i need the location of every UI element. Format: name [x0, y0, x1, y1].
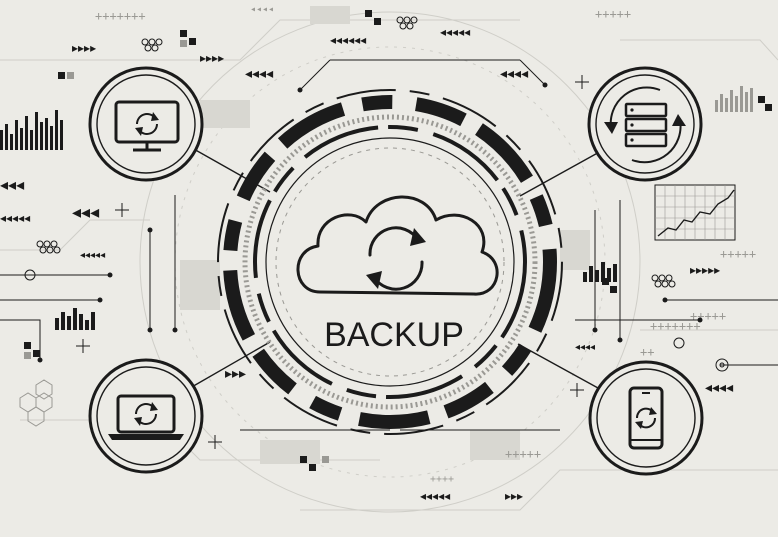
- svg-text:++: ++: [640, 345, 654, 359]
- node-phone: [588, 360, 704, 476]
- hexagon-clusters: [19, 379, 53, 427]
- svg-text:+++++: +++++: [595, 7, 631, 21]
- cloud-sync-icon: [296, 195, 499, 296]
- svg-text:◂◂◂◂◂: ◂◂◂◂◂: [420, 489, 450, 503]
- node-laptop: [88, 358, 204, 474]
- svg-text:▸▸▸: ▸▸▸: [225, 366, 246, 382]
- bars-right-top: [715, 86, 753, 112]
- svg-text:+++++++: +++++++: [650, 319, 701, 333]
- svg-text:◂◂◂◂◂: ◂◂◂◂◂: [0, 211, 30, 225]
- svg-text:+++++++: +++++++: [95, 9, 146, 23]
- monitor-sync-icon: [114, 100, 180, 152]
- node-server: [587, 66, 703, 182]
- bars-left-top: [0, 110, 63, 150]
- svg-text:◂◂◂◂: ◂◂◂◂: [500, 66, 528, 82]
- svg-text:▸▸▸▸: ▸▸▸▸: [200, 51, 224, 65]
- svg-text:▸▸▸▸: ▸▸▸▸: [72, 41, 96, 55]
- background-blocks: [180, 6, 590, 464]
- svg-text:◂◂◂◂: ◂◂◂◂: [705, 380, 733, 396]
- svg-text:◂◂◂: ◂◂◂: [0, 175, 24, 194]
- svg-text:+++++: +++++: [720, 247, 756, 261]
- mini-bar-charts: [0, 86, 753, 330]
- svg-text:▸▸▸▸▸: ▸▸▸▸▸: [690, 263, 720, 277]
- svg-text:▸▸▸: ▸▸▸: [505, 489, 523, 503]
- laptop-sync-icon: [108, 394, 184, 440]
- svg-text:++++: ++++: [430, 474, 454, 485]
- svg-text:◂◂◂: ◂◂◂: [72, 202, 99, 223]
- decorative-marks: +++++++ +++++++ ++ +++++ +++++ +++++ +++…: [0, 4, 756, 503]
- circuit-rings: [24, 269, 729, 372]
- bars-right-mid: [583, 262, 617, 282]
- dot-clusters: [36, 16, 676, 288]
- pixel-squares: [24, 10, 772, 471]
- phone-sync-icon: [628, 386, 664, 450]
- svg-text:+++++: +++++: [505, 447, 541, 461]
- svg-text:◂◂◂◂: ◂◂◂◂: [245, 66, 273, 82]
- circuit-dots: [37, 82, 703, 363]
- svg-text:◂◂◂◂◂: ◂◂◂◂◂: [440, 25, 470, 39]
- bars-left-mid: [55, 308, 95, 330]
- grid-chart: [654, 184, 736, 241]
- crosshair-marks: [76, 75, 589, 449]
- svg-text:◂◂◂◂◂: ◂◂◂◂◂: [80, 250, 105, 261]
- svg-text:◂◂◂◂◂◂: ◂◂◂◂◂◂: [330, 33, 366, 47]
- node-monitor: [88, 66, 204, 182]
- svg-text:◂◂◂◂: ◂◂◂◂: [250, 4, 274, 15]
- server-sync-icon: [604, 86, 686, 164]
- svg-text:+++++: +++++: [690, 309, 726, 323]
- svg-text:◂◂◂◂: ◂◂◂◂: [575, 342, 595, 353]
- backup-label: BACKUP: [324, 316, 464, 354]
